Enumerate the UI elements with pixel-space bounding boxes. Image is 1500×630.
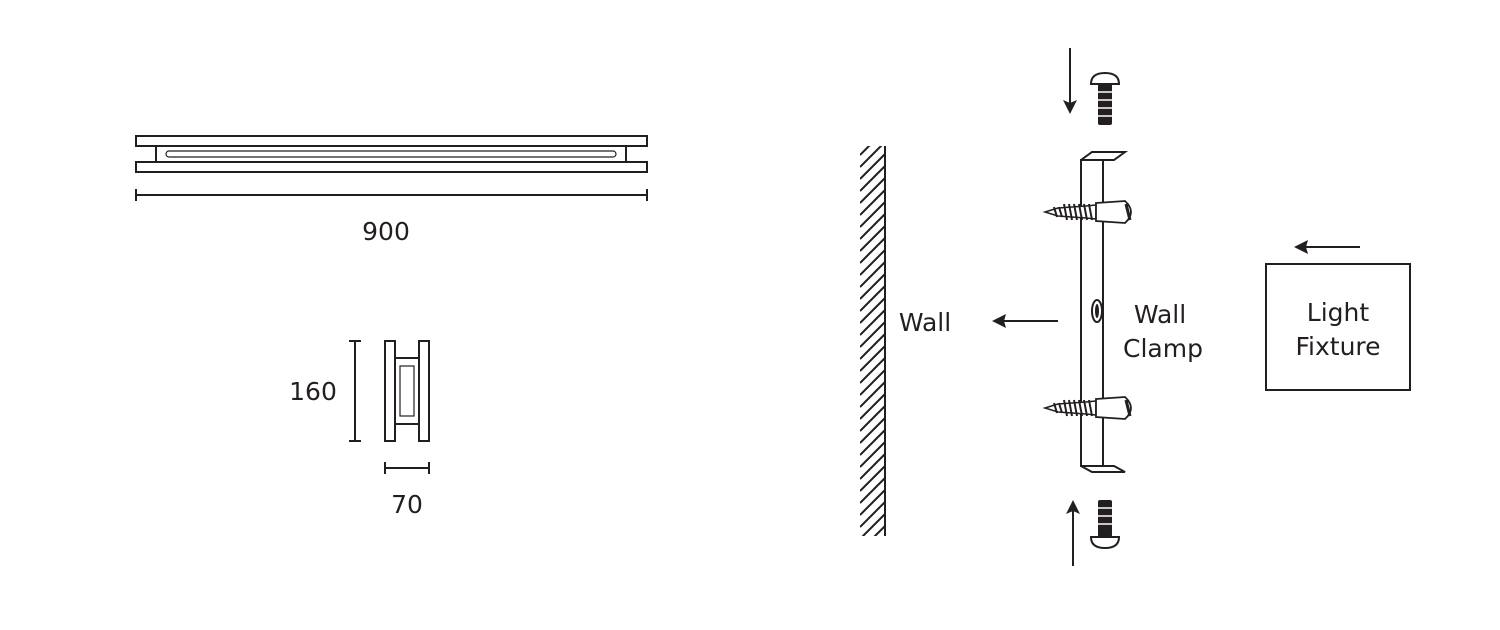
wall-hatch-line	[860, 261, 886, 288]
fixture-top-view	[135, 135, 648, 173]
wall-hatch-line	[860, 237, 886, 264]
screw-thread-line	[1058, 206, 1063, 218]
wall-hatch-line	[860, 489, 886, 516]
light-fixture-box	[1265, 263, 1411, 391]
wall-label: Wall	[899, 308, 951, 337]
wall-hatch-line	[860, 333, 886, 360]
wall-hatch-line	[860, 321, 886, 348]
height-dimension-line	[349, 340, 361, 442]
wall-hatch-line	[860, 393, 886, 420]
screw-thread-line	[1058, 402, 1063, 414]
wall-hatch-line	[860, 405, 886, 432]
screw-thread-line	[1073, 399, 1078, 417]
length-dimension-line	[135, 189, 648, 201]
length-dimension-label: 900	[362, 217, 410, 246]
wall-hatch-line	[860, 550, 885, 575]
wall-hatch-line	[860, 381, 886, 408]
wall-hatch-line	[860, 213, 886, 240]
wall-hatch-line	[860, 146, 883, 168]
screw-thread-line	[1088, 399, 1093, 417]
wall-hatch-line	[860, 225, 886, 252]
height-dimension-label: 160	[289, 377, 337, 406]
lower-wood-screw-icon	[1042, 396, 1132, 420]
upper-wood-screw-icon	[1042, 200, 1132, 224]
screw-thread-line	[1083, 399, 1088, 417]
wall-hatch-line	[860, 477, 886, 504]
wall-hatch-line	[860, 453, 886, 480]
light-fixture-label-line2: Fixture	[1295, 332, 1380, 361]
wall-hatch-line	[860, 345, 886, 372]
wall-hatch-line	[861, 513, 886, 536]
wall-hatch-line	[860, 153, 886, 180]
wall-hatch-line	[860, 273, 886, 300]
screw-thread-line	[1063, 399, 1068, 417]
wall-hatch-line	[860, 189, 886, 216]
wall-hatch-line	[860, 441, 886, 468]
wall-hatch-line	[860, 357, 886, 384]
wall-hatch-line	[860, 465, 886, 492]
wall-hatch-line	[873, 525, 886, 536]
arrow-to-wall	[992, 314, 1058, 328]
wall-hatch-line	[860, 429, 886, 456]
light-fixture-label-line1: Light	[1307, 298, 1370, 327]
screw-thread-line	[1078, 399, 1083, 417]
screw-thread-line	[1053, 402, 1058, 414]
wall-hatch-line	[860, 285, 886, 312]
wall-hatch-line	[860, 369, 886, 396]
screw-thread-line	[1083, 203, 1088, 221]
wall-hatch-line	[860, 297, 886, 324]
wall-clamp-label-line1: Wall	[1134, 300, 1186, 329]
screw-thread-line	[1063, 203, 1068, 221]
wall-clamp-label-line2: Clamp	[1123, 334, 1203, 363]
wall-hatch-line	[860, 309, 886, 336]
wall-hatch-line	[860, 249, 886, 276]
wall-surface	[860, 146, 886, 575]
arrow-down-icon	[1063, 48, 1077, 114]
fixture-end-view	[384, 340, 430, 442]
wall-hatch-line	[860, 538, 885, 563]
top-bolt-icon	[1089, 71, 1121, 125]
arrow-up-icon	[1066, 500, 1080, 566]
bottom-bolt-icon	[1089, 500, 1121, 550]
screw-thread-line	[1068, 399, 1073, 417]
wall-hatch-line	[860, 165, 886, 192]
width-dimension-line	[384, 462, 430, 474]
screw-thread-line	[1068, 203, 1073, 221]
wall-hatch-line	[860, 417, 886, 444]
screw-thread-line	[1088, 203, 1093, 221]
screw-thread-line	[1073, 203, 1078, 221]
wall-clamp-bracket	[1080, 151, 1129, 473]
wall-hatch-line	[860, 501, 886, 528]
width-dimension-label: 70	[391, 490, 423, 519]
wall-hatch-line	[860, 201, 886, 228]
screw-thread-line	[1053, 206, 1058, 218]
screw-thread-line	[1078, 203, 1083, 221]
wall-hatch-line	[860, 177, 886, 204]
wall-hatch-line	[860, 146, 871, 156]
arrow-left-icon	[1294, 240, 1360, 254]
